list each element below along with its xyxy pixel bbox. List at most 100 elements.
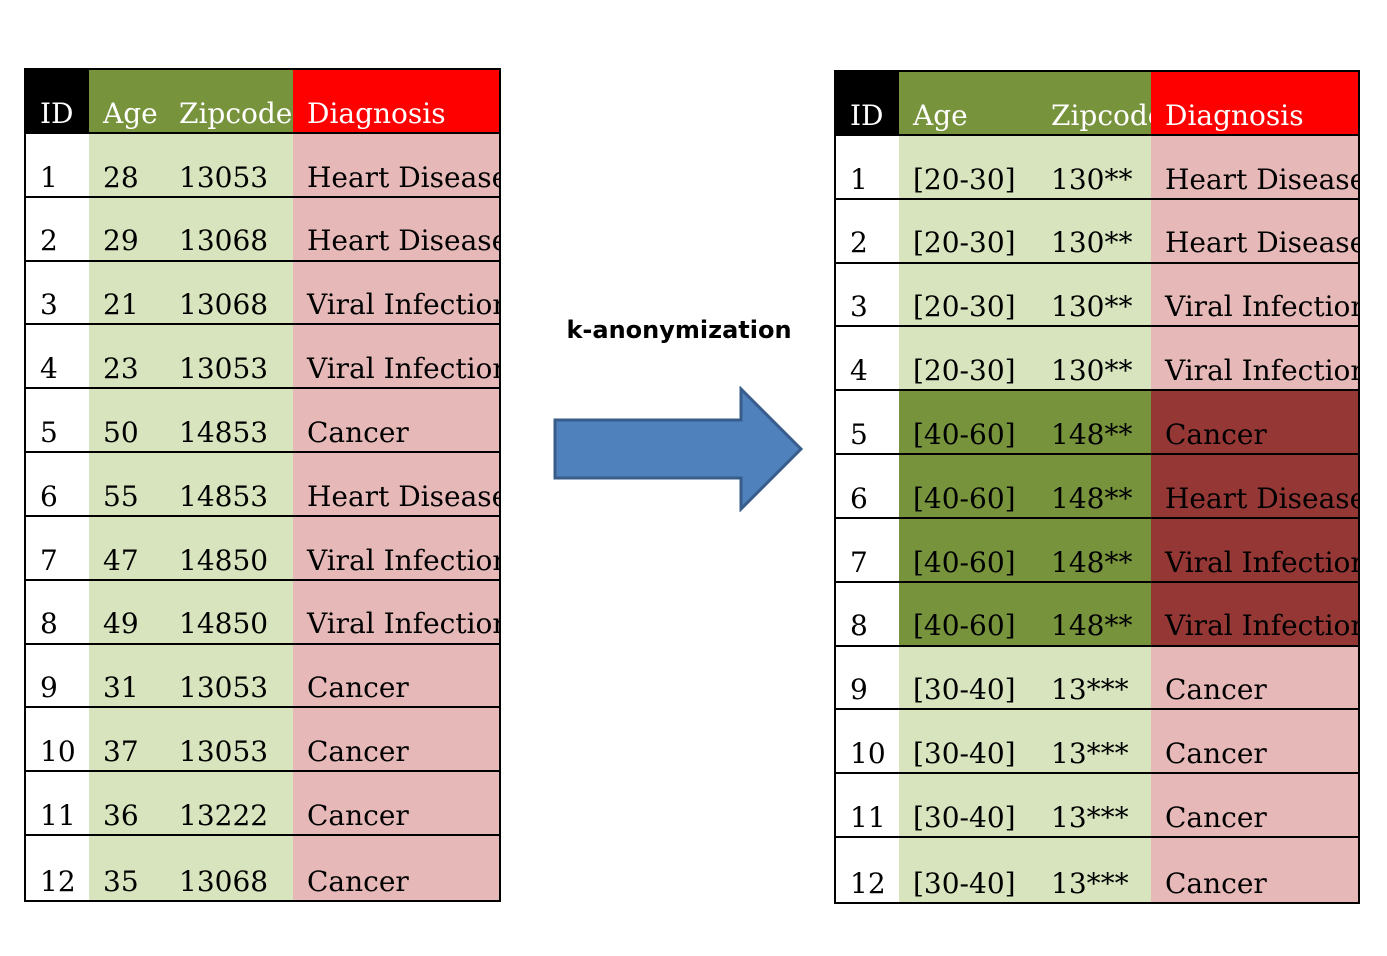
header-diagnosis: Diagnosis [293, 70, 499, 134]
cell-diagnosis: Heart Disease [1151, 135, 1358, 200]
cell-age: [40-60] [899, 518, 1037, 583]
cell-age: [40-60] [899, 391, 1037, 456]
cell-zipcode: 130** [1037, 199, 1151, 264]
cell-diagnosis: Cancer [1151, 710, 1358, 775]
cell-age: [40-60] [899, 582, 1037, 647]
cell-zipcode: 13068 [165, 836, 293, 900]
cell-diagnosis: Viral Infection [1151, 263, 1358, 328]
cell-zipcode: 148** [1037, 582, 1151, 647]
cell-age: 28 [89, 133, 165, 198]
cell-zipcode: 14853 [165, 453, 293, 517]
cell-age: 29 [89, 197, 165, 262]
cell-diagnosis: Viral Infection [1151, 518, 1358, 583]
cell-diagnosis: Cancer [1151, 774, 1358, 839]
header-age: Age [89, 70, 165, 134]
cell-id: 11 [26, 772, 89, 837]
cell-zipcode: 148** [1037, 391, 1151, 456]
cell-id: 7 [836, 518, 899, 583]
cell-diagnosis: Cancer [1151, 646, 1358, 711]
cell-diagnosis: Heart Disease [1151, 455, 1358, 519]
cell-zipcode: 148** [1037, 455, 1151, 519]
cell-id: 12 [836, 838, 899, 902]
cell-zipcode: 13053 [165, 708, 293, 773]
cell-age: 49 [89, 580, 165, 645]
cell-diagnosis: Cancer [293, 836, 499, 900]
header-age: Age [899, 72, 1037, 136]
cell-diagnosis: Viral Infection [1151, 582, 1358, 647]
cell-age: 23 [89, 325, 165, 390]
cell-age: 31 [89, 644, 165, 709]
cell-zipcode: 13*** [1037, 646, 1151, 711]
cell-zipcode: 13068 [165, 261, 293, 326]
cell-zipcode: 13053 [165, 325, 293, 390]
cell-diagnosis: Viral Infection [293, 261, 499, 326]
cell-id: 4 [836, 327, 899, 392]
cell-zipcode: 148** [1037, 518, 1151, 583]
cell-zipcode: 13*** [1037, 774, 1151, 839]
cell-id: 7 [26, 516, 89, 581]
cell-id: 12 [26, 836, 89, 900]
cell-id: 6 [26, 453, 89, 517]
cell-age: 50 [89, 389, 165, 454]
cell-age: 37 [89, 708, 165, 773]
cell-diagnosis: Cancer [1151, 391, 1358, 456]
cell-age: 35 [89, 836, 165, 900]
cell-diagnosis: Cancer [1151, 838, 1358, 902]
cell-zipcode: 130** [1037, 327, 1151, 392]
header-zipcode: Zipcode [1037, 72, 1151, 136]
cell-age: [40-60] [899, 455, 1037, 519]
anonymized-table: ID Age Zipcode Diagnosis 1[20-30]130**He… [834, 70, 1360, 904]
cell-diagnosis: Viral Infection [293, 516, 499, 581]
arrow-right-icon [553, 386, 804, 512]
cell-id: 8 [836, 582, 899, 647]
cell-zipcode: 13222 [165, 772, 293, 837]
header-id: ID [836, 72, 899, 136]
cell-age: 21 [89, 261, 165, 326]
cell-diagnosis: Cancer [293, 389, 499, 454]
cell-id: 8 [26, 580, 89, 645]
cell-age: 55 [89, 453, 165, 517]
cell-diagnosis: Viral Infection [293, 580, 499, 645]
cell-zipcode: 13053 [165, 133, 293, 198]
cell-zipcode: 14850 [165, 516, 293, 581]
cell-diagnosis: Cancer [293, 772, 499, 837]
cell-age: [20-30] [899, 263, 1037, 328]
cell-age: [30-40] [899, 646, 1037, 711]
cell-diagnosis: Cancer [293, 644, 499, 709]
cell-zipcode: 130** [1037, 263, 1151, 328]
cell-age: [20-30] [899, 135, 1037, 200]
cell-id: 9 [26, 644, 89, 709]
arrow-shape [553, 386, 804, 512]
cell-id: 1 [836, 135, 899, 200]
cell-id: 1 [26, 133, 89, 198]
cell-id: 6 [836, 455, 899, 519]
cell-diagnosis: Heart Disease [293, 453, 499, 517]
cell-zipcode: 14853 [165, 389, 293, 454]
cell-diagnosis: Viral Infection [293, 325, 499, 390]
cell-id: 5 [26, 389, 89, 454]
cell-diagnosis: Cancer [293, 708, 499, 773]
cell-diagnosis: Heart Disease [293, 133, 499, 198]
cell-id: 2 [26, 197, 89, 262]
cell-age: 47 [89, 516, 165, 581]
cell-zipcode: 13*** [1037, 838, 1151, 902]
cell-id: 11 [836, 774, 899, 839]
cell-zipcode: 13068 [165, 197, 293, 262]
cell-zipcode: 13*** [1037, 710, 1151, 775]
cell-age: [30-40] [899, 838, 1037, 902]
cell-zipcode: 14850 [165, 580, 293, 645]
cell-age: 36 [89, 772, 165, 837]
cell-age: [20-30] [899, 199, 1037, 264]
cell-id: 5 [836, 391, 899, 456]
header-zipcode: Zipcode [165, 70, 293, 134]
cell-id: 2 [836, 199, 899, 264]
cell-diagnosis: Heart Disease [1151, 199, 1358, 264]
header-diagnosis: Diagnosis [1151, 72, 1358, 136]
cell-id: 10 [836, 710, 899, 775]
cell-age: [30-40] [899, 774, 1037, 839]
cell-id: 10 [26, 708, 89, 773]
cell-id: 9 [836, 646, 899, 711]
cell-zipcode: 130** [1037, 135, 1151, 200]
cell-id: 3 [26, 261, 89, 326]
